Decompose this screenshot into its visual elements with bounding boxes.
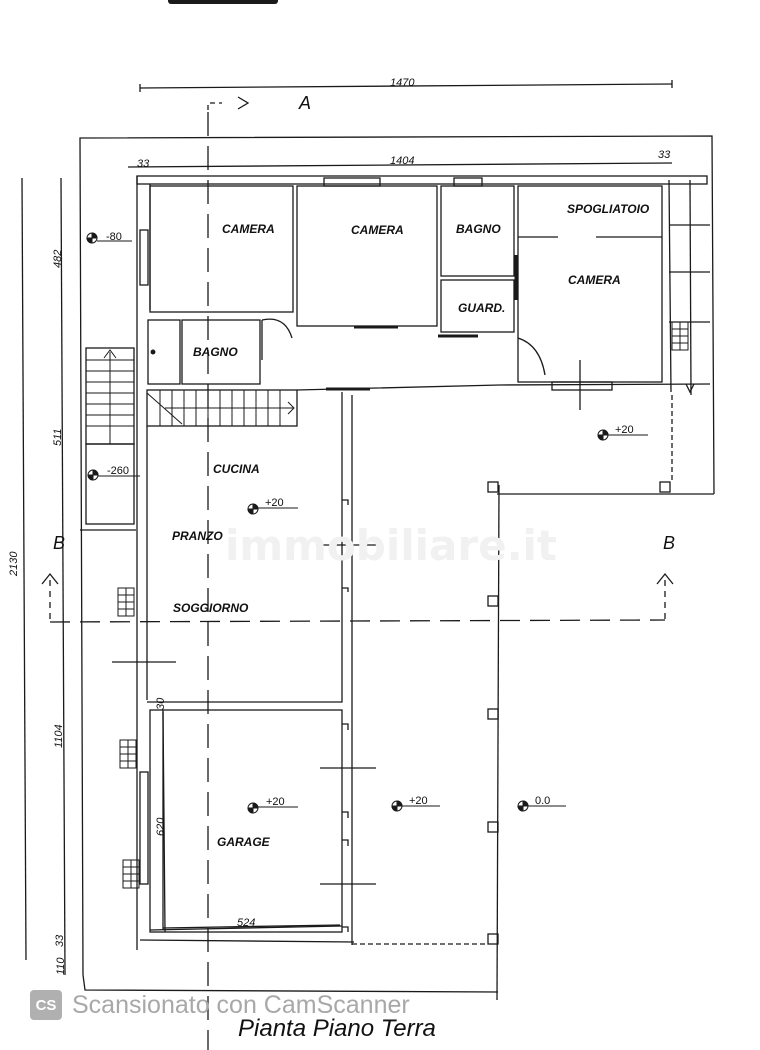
room-camera-2: CAMERA bbox=[351, 223, 404, 237]
section-label-b-left: B bbox=[53, 533, 65, 553]
dim-inner-width: 1404 bbox=[390, 155, 414, 167]
dim-33-bottom: 33 bbox=[54, 934, 66, 947]
dim-482: 482 bbox=[52, 250, 64, 268]
dim-2130: 2130 bbox=[8, 551, 20, 577]
dim-left-offset: 33 bbox=[137, 158, 150, 170]
room-pranzo: PRANZO bbox=[172, 529, 223, 543]
camscanner-logo-icon: CS bbox=[30, 990, 62, 1020]
dim-110: 110 bbox=[55, 957, 67, 975]
room-spogliatoio: SPOGLIATOIO bbox=[567, 202, 650, 216]
site-watermark: immobiliare.it bbox=[225, 521, 557, 570]
room-camera-3: CAMERA bbox=[568, 273, 621, 287]
dim-511: 511 bbox=[52, 428, 64, 446]
level-garage: +20 bbox=[266, 796, 285, 808]
level-ext-north: -80 bbox=[106, 231, 122, 243]
room-guardaroba: GUARD. bbox=[458, 301, 505, 315]
dim-garage-depth: 620 bbox=[155, 817, 167, 836]
dim-garage-gap: 30 bbox=[155, 697, 167, 710]
camscanner-text: Scansionato con CamScanner bbox=[72, 990, 410, 1019]
room-soggiorno: SOGGIORNO bbox=[173, 601, 249, 615]
dim-garage-width: 524 bbox=[237, 917, 255, 929]
level-street: 0.0 bbox=[535, 795, 550, 807]
dim-overall-width: 1470 bbox=[390, 77, 415, 89]
level-courtyard: +20 bbox=[409, 795, 428, 807]
section-label-b-right: B bbox=[663, 533, 675, 553]
scan-edge bbox=[168, 0, 278, 4]
camscanner-watermark: CS Scansionato con CamScanner bbox=[30, 990, 410, 1020]
plan-title: Pianta Piano Terra bbox=[238, 1015, 436, 1042]
room-bagno-1: BAGNO bbox=[456, 222, 501, 236]
section-label-a: A bbox=[298, 93, 311, 113]
level-living: +20 bbox=[265, 497, 284, 509]
room-bagno-2: BAGNO bbox=[193, 345, 238, 359]
room-cucina: CUCINA bbox=[213, 462, 260, 476]
dim-1104: 1104 bbox=[53, 724, 65, 748]
room-garage: GARAGE bbox=[217, 835, 271, 849]
level-courtyard-top: +20 bbox=[615, 424, 634, 436]
room-camera-1: CAMERA bbox=[222, 222, 275, 236]
dim-right-offset: 33 bbox=[658, 149, 671, 161]
level-ext-stairs: -260 bbox=[107, 465, 129, 477]
